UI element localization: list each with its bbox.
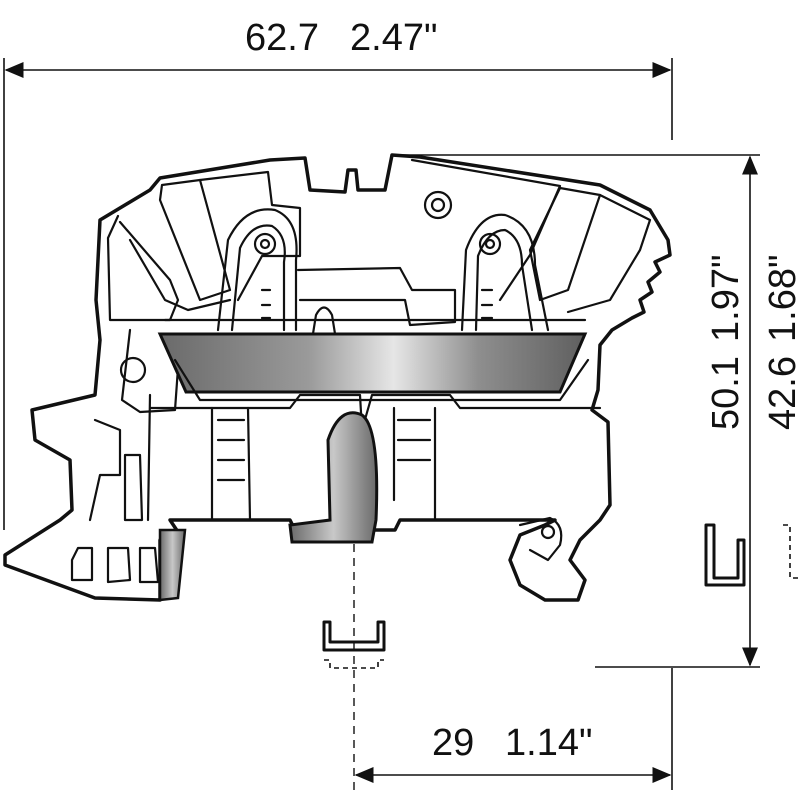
din-rail-symbol-bottom (322, 620, 386, 669)
busbar (157, 332, 588, 394)
offset-rail-mm: 29 (432, 722, 474, 764)
spring-clamp-left (216, 208, 298, 332)
width-total-inch: 2.47" (350, 17, 437, 59)
dimension-height-total: 50.1 1.97" 42.6 1.68" (400, 154, 800, 668)
dimension-offset-rail: 29 1.14" (353, 530, 673, 790)
spring-clamp-right (460, 213, 550, 332)
din-rail-symbol-right-dashed (783, 524, 800, 579)
din-rail-symbol-right-solid (704, 523, 746, 587)
height-total-mm: 50.1 (705, 356, 747, 430)
rail-foot (288, 411, 379, 544)
width-total-mm: 62.7 (245, 17, 319, 59)
dimension-width-total: 62.7 2.47" (3, 17, 673, 530)
height-rail-mm: 42.6 (762, 356, 800, 430)
terminal-block-body (3, 153, 672, 602)
offset-rail-inch: 1.14" (505, 722, 592, 764)
height-total-inch: 1.97" (705, 255, 747, 342)
height-rail-inch: 1.68" (762, 255, 800, 342)
